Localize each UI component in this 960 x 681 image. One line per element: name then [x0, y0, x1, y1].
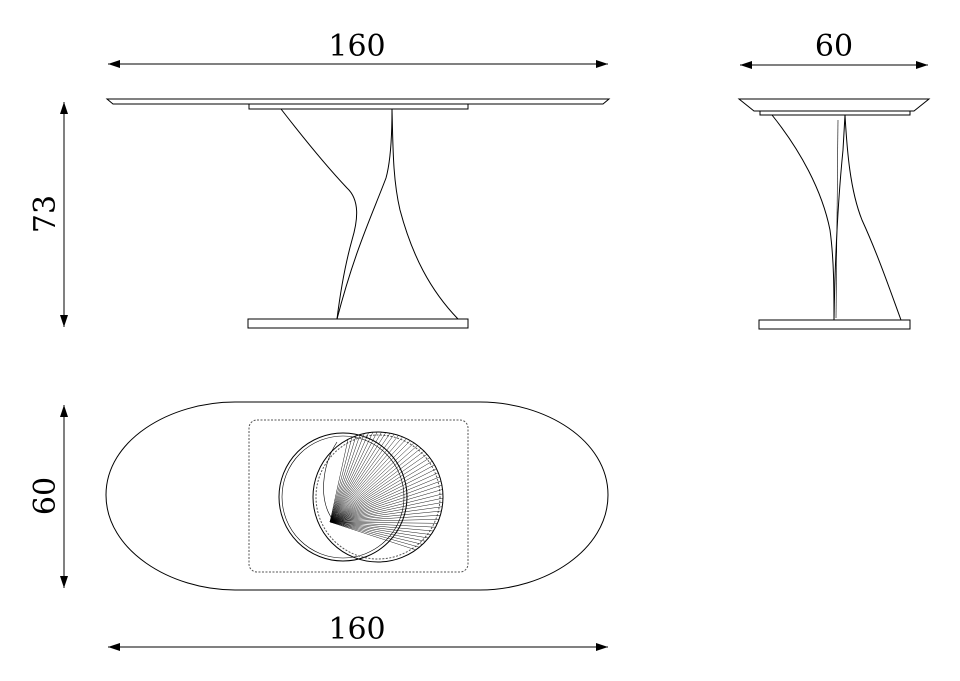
top-base-circles: [278, 431, 444, 563]
top-pedestal-fan-line: [329, 440, 411, 523]
top-pedestal-fan-line: [329, 448, 422, 523]
top-width-label: 160: [328, 612, 385, 647]
top-pedestal-fan-line: [329, 435, 399, 523]
top-pedestal-fan-line: [329, 434, 361, 523]
top-pedestal-fan-line: [329, 510, 442, 523]
top-pedestal-fan-line: [329, 514, 441, 523]
side-base-plate: [758, 319, 911, 330]
top-depth-label: 60: [28, 477, 63, 515]
top-pedestal-fan-line: [329, 472, 439, 523]
top-pedestal-fan-line: [329, 468, 437, 523]
top-pedestal-fan-line: [329, 435, 357, 523]
top-pedestal-fan-line: [329, 439, 349, 523]
top-pedestal-fan-line: [329, 461, 433, 523]
top-pedestal-fan-line: [329, 521, 423, 545]
front-height-label: 73: [28, 195, 63, 233]
top-pedestal-fan-line: [329, 445, 418, 523]
top-pedestal-fan-line: [329, 431, 382, 523]
front-tabletop: [105, 98, 611, 110]
top-pedestal-fan-line: [329, 437, 353, 523]
side-depth-dimension: 60: [740, 29, 928, 69]
top-base-circle-right: [312, 431, 444, 563]
top-pedestal-fan-line: [329, 450, 425, 523]
top-pedestal-fan-line: [329, 521, 432, 535]
top-pedestal-fan-line: [329, 497, 444, 523]
top-pedestal-fan-line: [329, 506, 443, 523]
top-pedestal-fan-line: [329, 432, 369, 523]
top-pedestal-fan-line: [329, 484, 442, 523]
side-pedestal-curve-left: [771, 114, 835, 321]
top-view: 60 160: [28, 401, 609, 651]
top-pedestal-fan-line: [329, 454, 428, 523]
top-pedestal-fan-line: [329, 519, 440, 523]
top-pedestal-fan-line: [329, 521, 416, 551]
top-pedestal-fan-lines: [329, 431, 444, 551]
top-pedestal-crescent: [323, 441, 338, 521]
side-view: 60: [737, 29, 931, 330]
front-base-plate: [247, 318, 469, 329]
top-pedestal-fan-line: [329, 438, 407, 523]
top-pedestal-fan-line: [329, 476, 440, 523]
top-pedestal-fan-line: [329, 432, 391, 523]
top-tabletop-outline: [105, 401, 609, 591]
side-pedestal: [758, 114, 911, 330]
top-pedestal-fan-line: [329, 431, 378, 523]
front-view: 160 73: [28, 29, 611, 329]
side-tabletop: [737, 98, 931, 116]
front-width-dimension: 160: [108, 29, 608, 68]
top-pedestal-fan-line: [329, 521, 434, 532]
front-pedestal-curve-left: [280, 108, 358, 320]
side-tabletop-edge: [737, 98, 931, 112]
top-pedestal-fan-line: [329, 521, 429, 539]
top-pedestal-fan-line: [329, 433, 365, 523]
front-height-dimension: 73: [28, 102, 68, 327]
side-apron: [759, 110, 911, 116]
top-depth-dimension: 60: [28, 405, 68, 588]
top-base-circle-right-hidden: [315, 434, 441, 560]
top-pedestal-fan-line: [329, 432, 386, 523]
front-tabletop-edge: [105, 98, 611, 105]
front-pedestal-curve-mid: [336, 108, 393, 320]
top-pedestal-fan-line: [329, 521, 438, 524]
top-apron-hidden-outline: [248, 419, 469, 573]
side-depth-label: 60: [815, 29, 853, 64]
top-pedestal-fan-line: [329, 521, 436, 528]
side-pedestal-curve-mid: [833, 114, 846, 321]
top-pedestal-fan-line: [329, 436, 403, 523]
top-pedestal-fan-line: [329, 493, 443, 523]
front-pedestal-curve-right: [391, 108, 459, 320]
top-pedestal-fan-line: [329, 502, 443, 523]
front-width-label: 160: [328, 29, 385, 64]
top-base-circle-left-inner: [281, 435, 405, 559]
top-pedestal-fan-line: [329, 457, 430, 523]
front-apron: [248, 103, 469, 110]
top-pedestal-fan-line: [329, 464, 435, 523]
top-pedestal-fan-line: [329, 480, 442, 523]
top-pedestal-fan-line: [329, 489, 443, 523]
side-pedestal-inner-line: [835, 119, 839, 319]
top-pedestal-fan-line: [329, 521, 420, 548]
top-base-circle-left: [278, 432, 408, 562]
top-width-dimension: 160: [108, 612, 608, 651]
top-pedestal-fan-line: [329, 433, 395, 523]
top-pedestal-fan-line: [329, 442, 415, 523]
top-pedestal-fan-line: [329, 432, 374, 523]
side-pedestal-curve-right: [844, 114, 902, 321]
front-pedestal: [247, 108, 469, 329]
top-pedestal-fan-line: [329, 521, 426, 542]
